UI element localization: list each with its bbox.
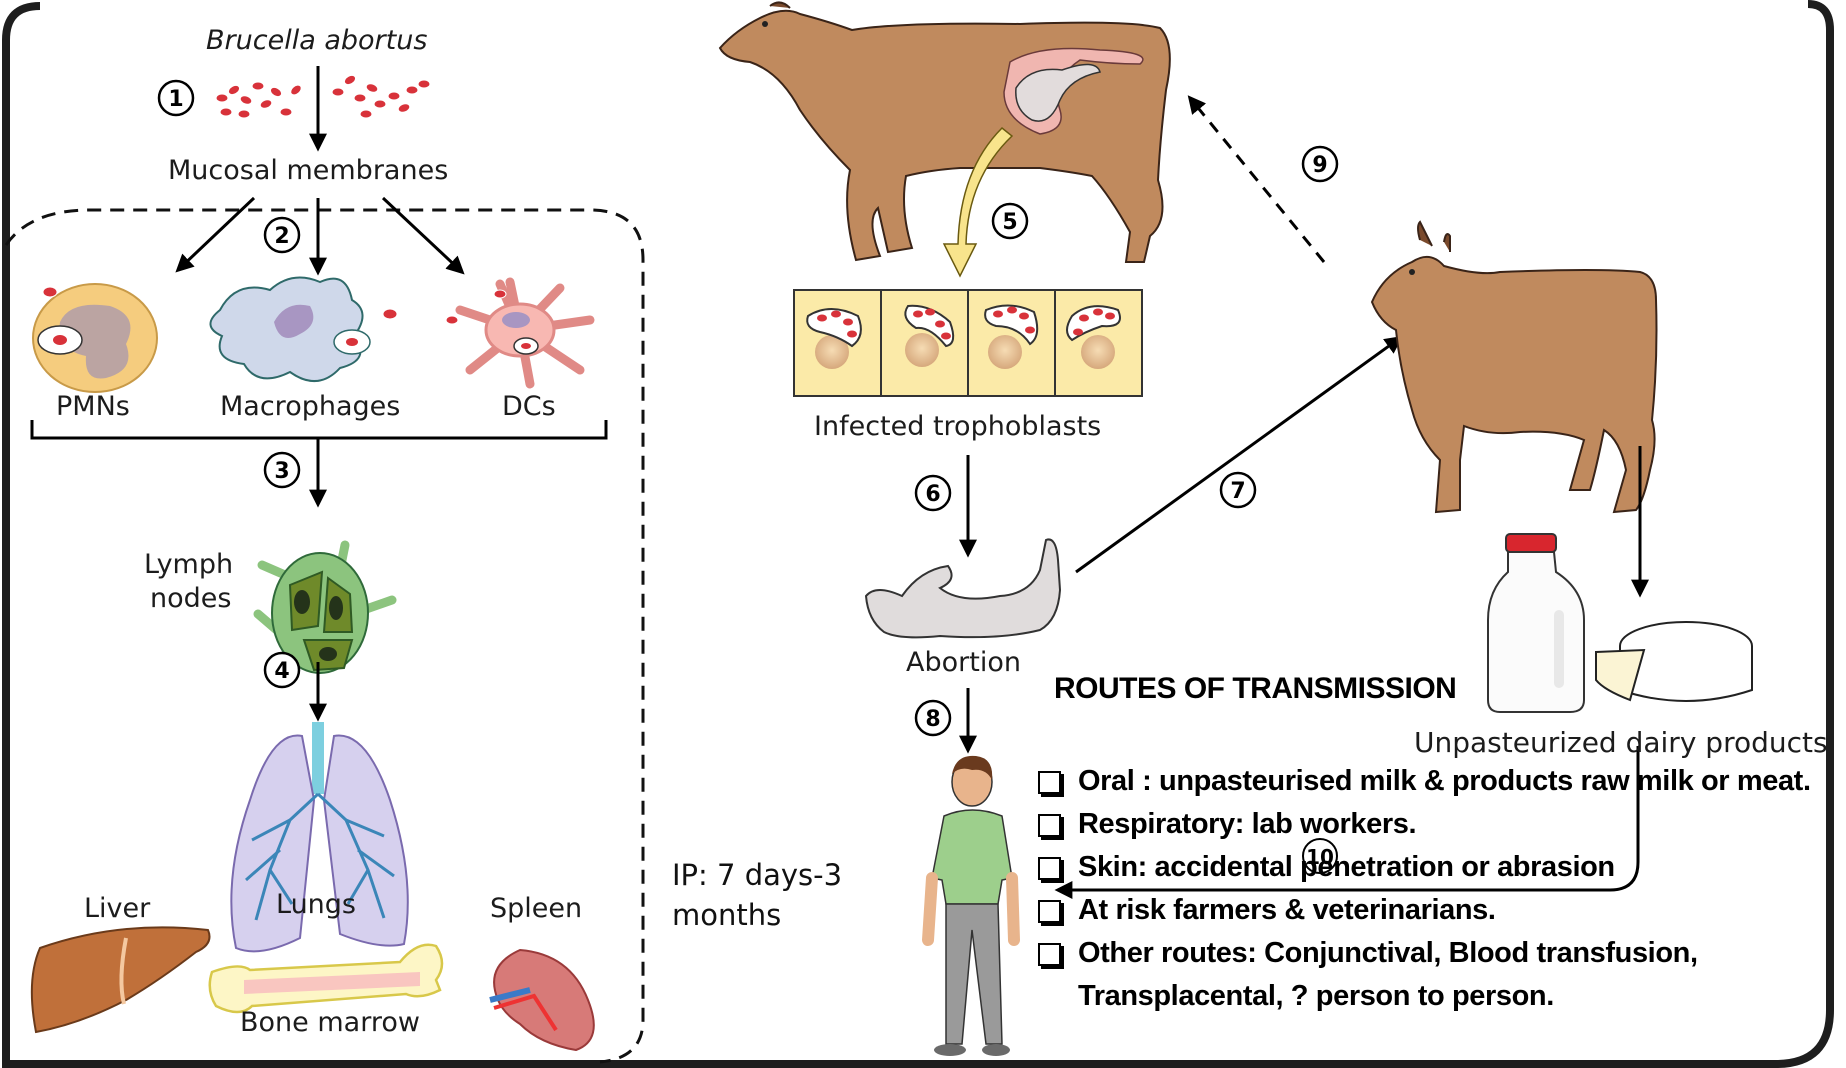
lymph-node-icon [253, 540, 397, 674]
arrow-to-pmns [175, 196, 256, 273]
routes-title: ROUTES OF TRANSMISSION [1054, 672, 1457, 705]
cow-icon [1370, 220, 1658, 514]
spleen-label: Spleen [490, 893, 583, 924]
step-5-marker: 5 [991, 202, 1029, 240]
arrow-step-10 [1054, 746, 1640, 899]
checkbox-bullet-icon [1038, 943, 1061, 966]
step-10-marker: 10 [1302, 838, 1338, 874]
lymph-nodes-label-line2: nodes [150, 583, 232, 614]
svg-text:3: 3 [274, 459, 289, 484]
route-text: Oral : unpasteurised milk & products raw… [1078, 765, 1811, 797]
lungs-label: Lungs [276, 889, 356, 920]
svg-text:6: 6 [925, 482, 940, 507]
dcs-label: DCs [502, 391, 556, 422]
lymph-nodes-label-line1: Lymph [144, 549, 234, 580]
bone-marrow-label: Bone marrow [240, 1007, 420, 1038]
bacteria-cluster-icon [215, 74, 431, 119]
milk-bottle-icon [1487, 533, 1585, 713]
step-9-marker: 9 [1301, 145, 1339, 183]
route-text: At risk farmers & veterinarians. [1078, 894, 1496, 926]
svg-text:4: 4 [274, 659, 289, 684]
svg-text:2: 2 [274, 224, 289, 249]
checkbox-bullet-icon [1038, 900, 1061, 923]
infected-trophoblasts-label: Infected trophoblasts [814, 411, 1102, 442]
bone-marrow-icon [208, 943, 444, 1014]
macrophages-label: Macrophages [220, 391, 401, 422]
dairy-products-label: Unpasteurized dairy products [1414, 726, 1828, 759]
step-1-marker: 1 [157, 79, 195, 117]
checkbox-bullet-icon [1038, 857, 1061, 880]
arrow-step-9 [1187, 95, 1326, 263]
svg-text:7: 7 [1230, 479, 1245, 504]
trophoblast-cells-icon [793, 289, 1143, 397]
route-item-at-risk: At risk farmers & veterinarians. [1034, 889, 1834, 932]
step-7-marker: 7 [1219, 471, 1257, 509]
checkbox-bullet-icon [1038, 771, 1061, 794]
cheese-icon [1595, 621, 1753, 702]
pmn-cell-icon [32, 283, 158, 393]
routes-list: Oral : unpasteurised milk & products raw… [1034, 760, 1834, 1018]
route-text: Skin: accidental penetration or abrasion [1078, 851, 1615, 883]
lungs-icon [230, 722, 409, 953]
liver-label: Liver [84, 893, 151, 924]
cells-bracket [30, 420, 608, 440]
pmns-label: PMNs [56, 391, 130, 422]
route-item-other: Other routes: Conjunctival, Blood transf… [1034, 932, 1834, 1018]
step-2-marker: 2 [263, 216, 301, 254]
incubation-line-1: IP: 7 days-3 [672, 858, 843, 892]
host-dashed-box [4, 208, 645, 1064]
arrow-step-7 [1075, 335, 1403, 574]
mucosal-membranes-label: Mucosal membranes [168, 155, 449, 186]
svg-text:8: 8 [925, 707, 940, 732]
outer-frame [2, 2, 41, 1068]
checkbox-bullet-icon [1038, 814, 1061, 837]
step-8-marker: 8 [914, 699, 952, 737]
svg-text:5: 5 [1002, 210, 1017, 235]
step-4-marker: 4 [263, 651, 301, 689]
person-icon [922, 755, 1020, 1056]
liver-icon [30, 926, 211, 1034]
macrophage-cell-icon [209, 276, 398, 382]
route-item-oral: Oral : unpasteurised milk & products raw… [1034, 760, 1834, 803]
incubation-line-2: months [672, 898, 782, 932]
dendritic-cell-icon [445, 277, 595, 389]
route-text: Other routes: Conjunctival, Blood transf… [1078, 937, 1698, 1012]
spleen-icon [489, 948, 595, 1052]
organism-label: Brucella abortus [206, 25, 428, 56]
arrow-to-dcs [381, 196, 465, 275]
svg-text:10: 10 [1306, 845, 1334, 869]
route-text: Respiratory: lab workers. [1078, 808, 1417, 840]
svg-text:9: 9 [1312, 153, 1327, 178]
route-item-respiratory: Respiratory: lab workers. [1034, 803, 1834, 846]
pregnant-cow-icon [718, 1, 1171, 263]
yellow-arrow-step-5 [942, 126, 1014, 278]
incubation-period-text: IP: 7 days-3 months [672, 855, 842, 935]
aborted-calf-icon [864, 538, 1062, 639]
route-item-skin: Skin: accidental penetration or abrasion [1034, 846, 1834, 889]
step-markers: 1 2 3 4 5 6 7 8 9 10 [157, 79, 1339, 874]
step-3-marker: 3 [263, 451, 301, 489]
abortion-label: Abortion [906, 647, 1021, 678]
outer-frame-right [6, 0, 1834, 1068]
svg-text:1: 1 [168, 87, 183, 112]
step-6-marker: 6 [914, 474, 952, 512]
